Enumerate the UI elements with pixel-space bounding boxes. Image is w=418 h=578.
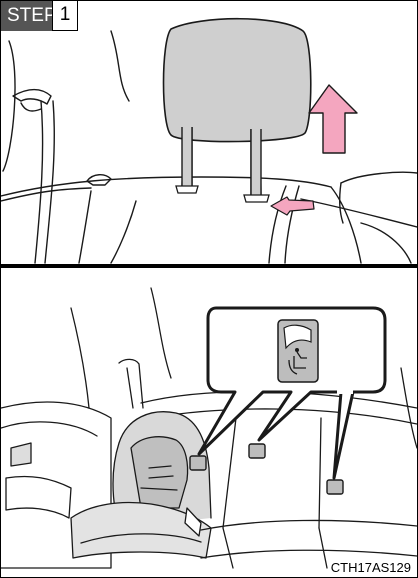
step-indicator: STEP 1 xyxy=(1,1,78,31)
step-label: STEP xyxy=(1,1,52,31)
belt-guide xyxy=(13,90,51,104)
child-seat-illustration xyxy=(1,268,417,577)
child-seat-anchor-icon xyxy=(278,320,318,382)
headrest-illustration xyxy=(1,1,417,264)
anchor-marker-left xyxy=(190,456,206,470)
seatback-top xyxy=(1,177,331,196)
step-number: 1 xyxy=(52,1,78,31)
arrow-up-icon xyxy=(309,85,357,153)
anchor-marker-right xyxy=(327,480,343,494)
figure-code: CTH17AS129 xyxy=(331,560,411,575)
anchor-marker-center xyxy=(249,444,265,458)
headrest xyxy=(164,19,311,202)
